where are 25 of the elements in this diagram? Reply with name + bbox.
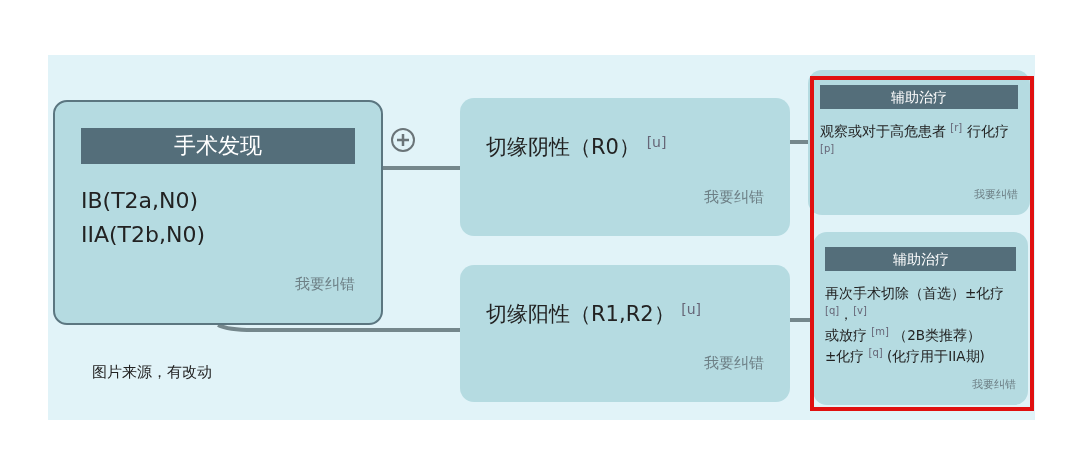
topic-heading: 辅助治疗 bbox=[820, 85, 1018, 109]
topic-box bbox=[460, 98, 790, 236]
topic-text: 或放疗 $^{[m]}$ （2B类推荐） bbox=[825, 325, 981, 345]
topic-text: 切缘阳性（R1,R2） $^{[u]}$ bbox=[486, 300, 702, 328]
connector-line bbox=[383, 166, 460, 170]
correction-link: 我要纠错 bbox=[972, 376, 1016, 393]
topic-box bbox=[53, 100, 383, 325]
correction-link: 我要纠错 bbox=[704, 186, 764, 208]
correction-link: 我要纠错 bbox=[974, 186, 1018, 203]
connector-line bbox=[217, 323, 460, 332]
topic-text: 再次手术切除（首选）±化疗 $^{[q]}$，$^{[v]}$ bbox=[825, 284, 1006, 324]
topic-text: ±化疗 $^{[q]}$ (化疗用于IIA期) bbox=[825, 346, 985, 366]
topic-box bbox=[460, 265, 790, 402]
topic-text: IB(T2a,N0) bbox=[81, 187, 199, 215]
topic-text: IIA(T2b,N0) bbox=[81, 221, 206, 249]
topic-box bbox=[808, 70, 1030, 215]
topic-heading: 辅助治疗 bbox=[825, 247, 1016, 271]
topic-box bbox=[813, 232, 1028, 405]
topic-heading: 手术发现 bbox=[81, 128, 355, 164]
source-note: 图片来源，有改动 bbox=[92, 362, 212, 383]
topic-text: 切缘阴性（R0） $^{[u]}$ bbox=[486, 133, 667, 161]
connector-line bbox=[790, 318, 813, 322]
connector-line bbox=[790, 140, 808, 144]
correction-link: 我要纠错 bbox=[704, 352, 764, 374]
correction-link: 我要纠错 bbox=[295, 273, 355, 295]
